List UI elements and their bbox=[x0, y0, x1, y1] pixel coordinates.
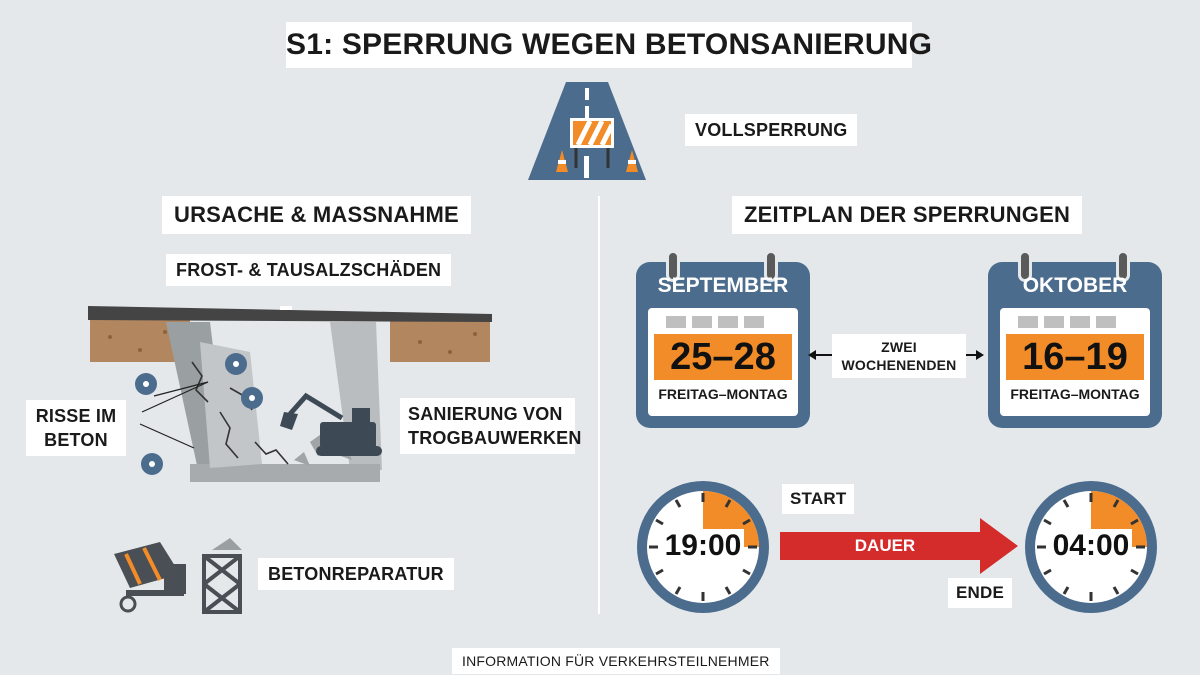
calendar-grid-icon bbox=[1018, 316, 1116, 328]
calendar-ring-icon bbox=[666, 250, 680, 282]
calendar-october: OKTOBER 16–19 FREITAG–MONTAG bbox=[988, 250, 1162, 428]
column-divider bbox=[598, 196, 600, 614]
start-clock: 19:00 bbox=[634, 478, 772, 616]
calendar-september: SEPTEMBER 25–28 FREITAG–MONTAG bbox=[636, 250, 810, 428]
concrete-mixer-icon bbox=[114, 538, 242, 614]
concrete-trough-illustration bbox=[88, 306, 492, 482]
page-title: S1: SPERRUNG WEGEN BETONSANIERUNG bbox=[286, 22, 932, 68]
start-label: START bbox=[782, 484, 855, 514]
calendar-weekdays: FREITAG–MONTAG bbox=[658, 386, 788, 402]
calendar-month: OKTOBER bbox=[1022, 274, 1128, 297]
end-time: 04:00 bbox=[1049, 529, 1133, 562]
end-clock: 04:00 bbox=[1022, 478, 1160, 616]
concrete-repair-label: BETONREPARATUR bbox=[258, 558, 454, 590]
calendar-ring-icon bbox=[1018, 250, 1032, 282]
calendar-dates: 16–19 bbox=[1006, 334, 1144, 380]
duration-arrow-icon bbox=[780, 518, 1018, 574]
end-label: ENDE bbox=[948, 578, 1013, 608]
calendar-month: SEPTEMBER bbox=[657, 274, 789, 297]
footer-info: INFORMATION FÜR VERKEHRSTEILNEHMER bbox=[452, 648, 780, 674]
cause-heading: URSACHE & MASSNAHME bbox=[162, 196, 471, 234]
schedule-heading: ZEITPLAN DER SPERRUNGEN bbox=[732, 196, 1083, 234]
two-weekends-label: ZWEI WOCHENENDEN bbox=[832, 334, 966, 378]
frost-damage-label: FROST- & TAUSALZSCHÄDEN bbox=[166, 254, 452, 286]
road-barrier-icon bbox=[528, 82, 646, 180]
cracks-label: RISSE IM BETON bbox=[26, 400, 126, 456]
calendar-sheet: 25–28 FREITAG–MONTAG bbox=[648, 308, 798, 416]
calendar-weekdays: FREITAG–MONTAG bbox=[1010, 386, 1140, 402]
calendar-ring-icon bbox=[1116, 250, 1130, 282]
calendar-sheet: 16–19 FREITAG–MONTAG bbox=[1000, 308, 1150, 416]
start-time: 19:00 bbox=[661, 529, 745, 562]
duration-label: DAUER bbox=[854, 536, 916, 555]
trough-repair-label: SANIERUNG VON TROGBAUWERKEN bbox=[400, 398, 581, 454]
calendar-dates: 25–28 bbox=[654, 334, 792, 380]
calendar-grid-icon bbox=[666, 316, 764, 328]
full-closure-label: VOLLSPERRUNG bbox=[685, 114, 858, 146]
calendar-ring-icon bbox=[764, 250, 778, 282]
